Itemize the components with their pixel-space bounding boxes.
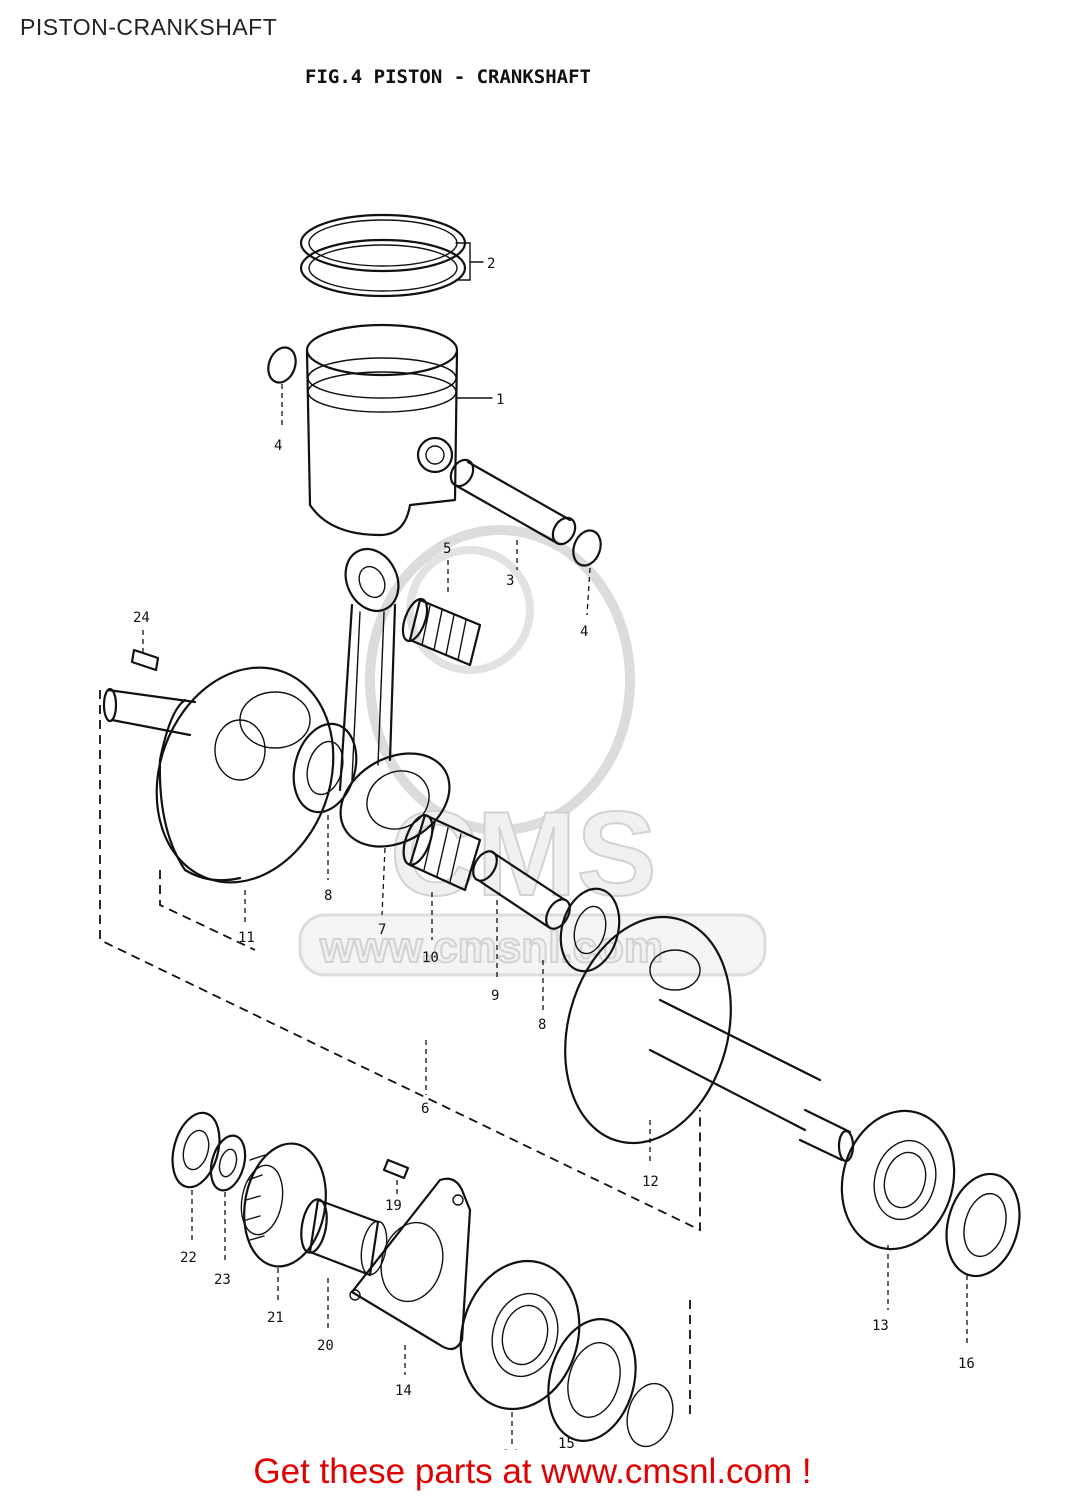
callout-4-upper: 4: [274, 438, 282, 454]
callout-1: 1: [496, 392, 504, 408]
circlip-lower[interactable]: [569, 527, 606, 570]
leader-lines: [142, 242, 968, 1445]
callout-3: 3: [506, 573, 514, 589]
callout-labels: 1 2 3 4 4 5 6 7 8 8 9 10 11 12 13 14 14 …: [133, 256, 975, 1450]
callout-2: 2: [487, 256, 495, 272]
page-title: PISTON-CRANKSHAFT: [20, 14, 278, 40]
bearing-right[interactable]: [827, 1098, 969, 1262]
exploded-parts-diagram: CMS www.cmsnl.com: [99, 213, 1031, 1450]
callout-22: 22: [180, 1250, 197, 1266]
callout-23: 23: [214, 1272, 231, 1288]
watermark-logo: CMS: [390, 787, 657, 921]
callout-6: 6: [421, 1101, 429, 1117]
bolt-19[interactable]: [382, 1158, 410, 1180]
circlip-upper[interactable]: [264, 344, 301, 387]
small-end-bearing[interactable]: [398, 596, 482, 667]
connecting-rod[interactable]: [324, 540, 466, 865]
callout-16: 16: [958, 1356, 975, 1372]
washer-23[interactable]: [205, 1132, 250, 1194]
watermark-url: www.cmsnl.com: [319, 923, 663, 972]
piston[interactable]: [305, 323, 459, 537]
crankshaft-right[interactable]: [541, 898, 855, 1163]
callout-14-plate: 14: [395, 1383, 412, 1399]
callout-9: 9: [491, 988, 499, 1004]
footer-link[interactable]: Get these parts at www.cmsnl.com !: [253, 1452, 812, 1491]
callout-5: 5: [443, 541, 451, 557]
callout-24: 24: [133, 610, 150, 626]
piston-pin[interactable]: [446, 456, 579, 548]
callout-8-right: 8: [538, 1017, 546, 1033]
callout-12: 12: [642, 1174, 659, 1190]
figure-title: FIG.4 PISTON - CRANKSHAFT: [305, 66, 591, 88]
bearing-lower[interactable]: [445, 1248, 596, 1423]
oil-seal-lower[interactable]: [535, 1309, 648, 1450]
big-end-bearing[interactable]: [398, 811, 482, 892]
callout-7: 7: [378, 922, 386, 938]
spacer[interactable]: [297, 1197, 390, 1277]
callout-15: 15: [558, 1436, 575, 1450]
piston-rings[interactable]: [299, 213, 467, 298]
callout-11: 11: [238, 930, 255, 946]
spacer-collar[interactable]: [620, 1378, 679, 1450]
callout-10: 10: [422, 950, 439, 966]
bearing-retainer-plate[interactable]: [349, 1177, 472, 1351]
callout-19: 19: [385, 1198, 402, 1214]
callout-21: 21: [267, 1310, 284, 1326]
callout-8-left: 8: [324, 888, 332, 904]
callout-4-lower: 4: [580, 624, 588, 640]
washer-22[interactable]: [165, 1108, 227, 1193]
primary-gear[interactable]: [235, 1137, 335, 1273]
woodruff-key[interactable]: [130, 648, 160, 672]
callout-14-bearing: 14: [502, 1448, 519, 1450]
oil-seal-right[interactable]: [936, 1166, 1031, 1285]
callout-20: 20: [317, 1338, 334, 1354]
crankshaft-left[interactable]: [102, 643, 362, 908]
callout-13: 13: [872, 1318, 889, 1334]
crank-pin[interactable]: [468, 847, 574, 933]
